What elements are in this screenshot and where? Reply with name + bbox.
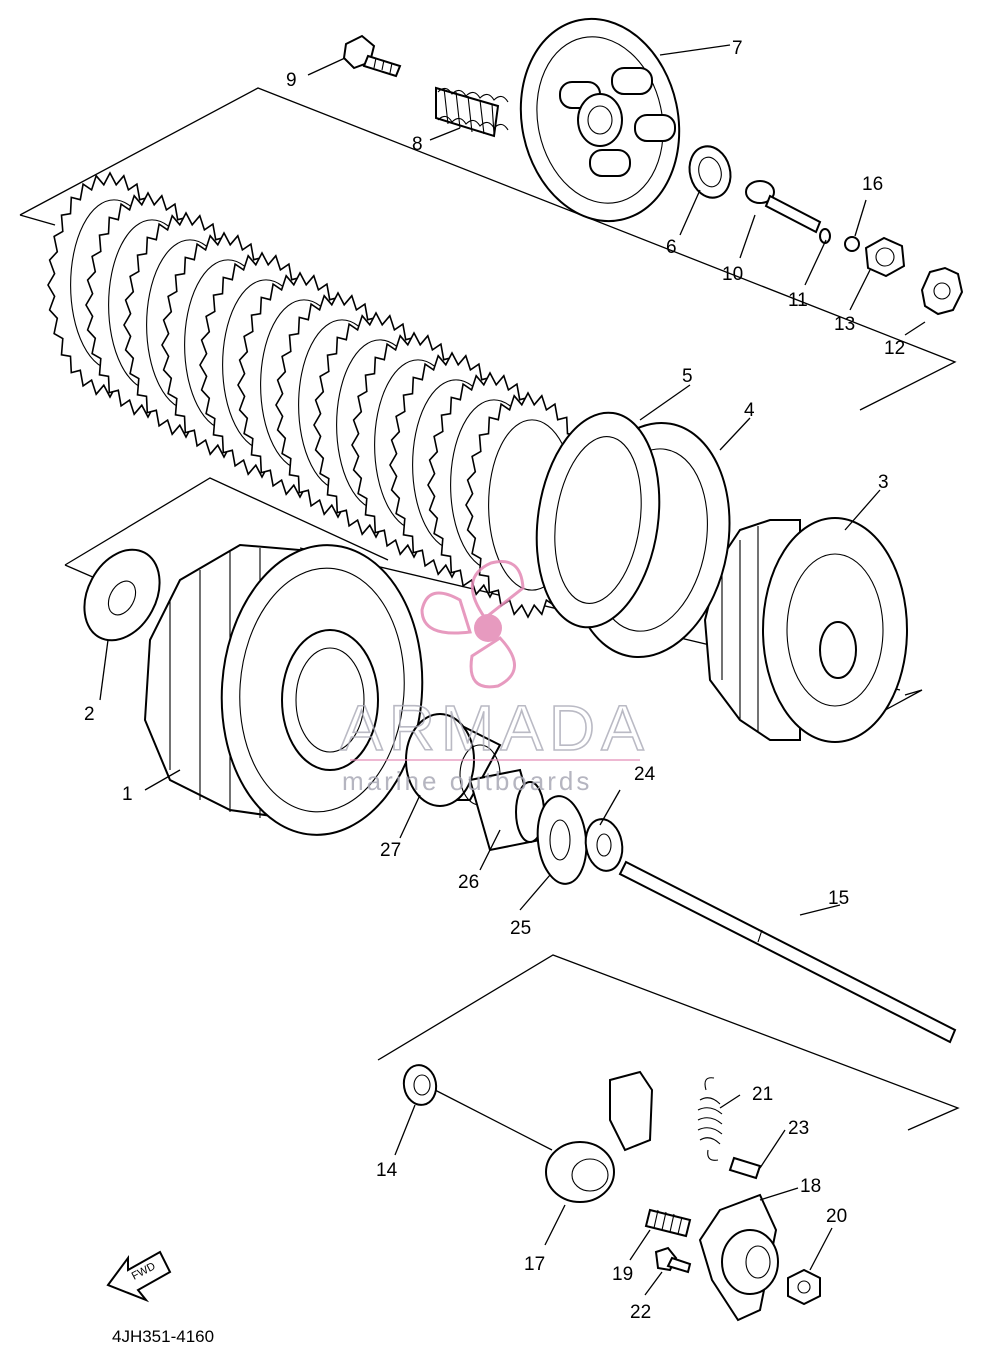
- pressure-plate: [519, 17, 681, 223]
- assembly-outline-lower: [377, 954, 960, 1151]
- part-label-8: 8: [412, 134, 423, 155]
- part-label-19: 19: [612, 1264, 633, 1285]
- part-label-15: 15: [828, 888, 849, 909]
- nut: [864, 236, 906, 278]
- watermark-tagline: marine outboards: [342, 766, 592, 796]
- part-label-22: 22: [630, 1302, 651, 1323]
- bearing: [688, 145, 732, 199]
- part-label-3: 3: [878, 472, 889, 493]
- part-label-25: 25: [510, 918, 531, 939]
- part-label-14: 14: [376, 1160, 398, 1181]
- return-spring: [697, 1077, 723, 1161]
- fwd-arrow-icon: FWD: [106, 1250, 172, 1303]
- watermark-propeller-icon: [420, 560, 525, 689]
- part-label-4: 4: [744, 400, 755, 421]
- part-label-6: 6: [666, 237, 677, 258]
- clutch-spring: [435, 86, 509, 138]
- clutch-boss: [703, 517, 908, 743]
- part-label-1: 1: [122, 784, 133, 805]
- part-label-13: 13: [834, 314, 855, 335]
- part-label-7: 7: [732, 38, 743, 59]
- part-label-11: 11: [788, 290, 808, 311]
- oil-seal: [402, 1064, 438, 1106]
- dowel-pin: [728, 1156, 762, 1180]
- leader-lines: [99, 44, 926, 1296]
- assembly-outline-upper: [19, 87, 957, 411]
- part-label-20: 20: [826, 1206, 847, 1227]
- part-label-9: 9: [286, 70, 297, 91]
- clutch-plate-stack: [47, 171, 591, 619]
- watermark-brand: ARMADA: [340, 692, 650, 764]
- drawing-code: 4JH351-4160: [112, 1327, 214, 1346]
- push-rod-long: [618, 860, 957, 1044]
- lock-washer: [920, 266, 964, 316]
- ball: [844, 236, 860, 252]
- adjust-spring: [644, 1208, 692, 1238]
- screw: [654, 1246, 692, 1274]
- part-label-21: 21: [752, 1084, 773, 1105]
- primary-driven-gear: [143, 543, 424, 836]
- cover: [698, 1193, 779, 1322]
- part-labels: 9 8 7 6 10 11 16 13 12 5 4 3 2 1 27 26 2…: [84, 38, 905, 1323]
- push-lever-shaft: [545, 1070, 654, 1203]
- friction-plate-5: [535, 411, 661, 629]
- push-rod: [745, 180, 822, 234]
- part-label-17: 17: [524, 1254, 545, 1275]
- thrust-washer-small: [584, 818, 624, 872]
- part-label-12: 12: [884, 338, 905, 359]
- part-label-10: 10: [722, 264, 743, 285]
- flange-bolt: [787, 1268, 821, 1306]
- part-label-2: 2: [84, 704, 95, 725]
- part-label-18: 18: [800, 1176, 821, 1197]
- part-label-26: 26: [458, 872, 479, 893]
- part-label-27: 27: [380, 840, 401, 861]
- thrust-washer: [83, 548, 161, 642]
- part-label-5: 5: [682, 366, 693, 387]
- watermark: ARMADA marine outboards: [339, 560, 650, 796]
- part-label-16: 16: [862, 174, 883, 195]
- part-label-23: 23: [788, 1118, 809, 1139]
- part-label-24: 24: [634, 764, 656, 785]
- bolt: [342, 34, 402, 78]
